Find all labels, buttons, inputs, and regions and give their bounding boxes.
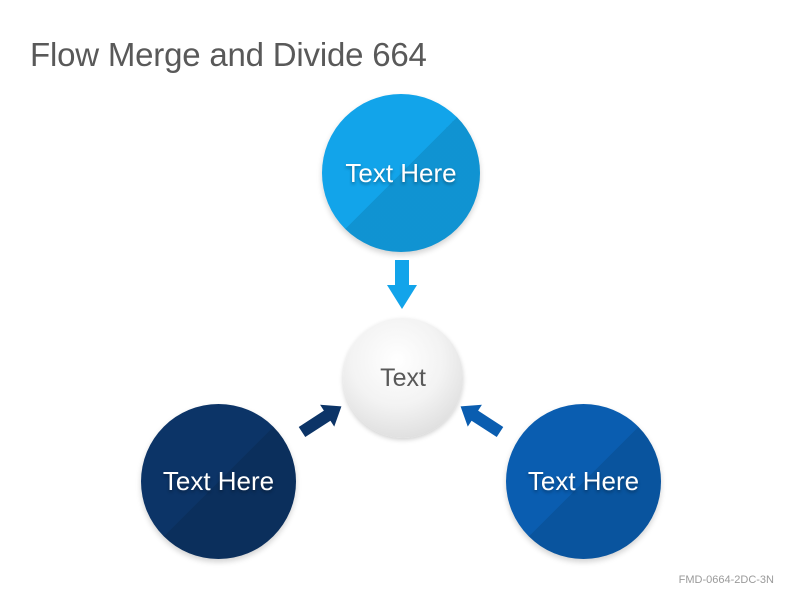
slide-code: FMD-0664-2DC-3N	[678, 574, 774, 586]
right-circle: Text Here	[506, 404, 661, 559]
top-circle-shade	[322, 94, 480, 252]
top-arrow	[387, 260, 417, 309]
center-circle-label: Text	[380, 363, 426, 392]
right-circle-shade	[506, 404, 661, 559]
left-circle: Text Here	[141, 404, 296, 559]
top-circle: Text Here	[322, 94, 480, 252]
left-arrow	[298, 404, 342, 438]
slide-title: Flow Merge and Divide 664	[30, 36, 427, 73]
center-circle: Text	[343, 318, 463, 438]
right-circle-label: Text Here	[527, 466, 640, 496]
left-circle-label: Text Here	[162, 466, 275, 496]
right-arrow	[460, 404, 504, 438]
top-circle-label: Text Here	[345, 157, 457, 188]
left-circle-shade	[141, 404, 296, 559]
